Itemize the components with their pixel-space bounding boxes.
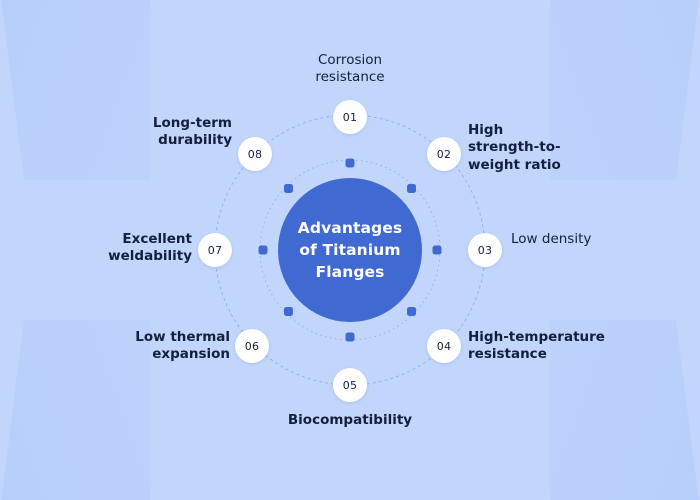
node-number: 07: [207, 243, 223, 257]
node-circle-01[interactable]: 01: [333, 100, 367, 134]
background-shape-top-left: [0, 0, 150, 180]
node-number: 02: [436, 147, 452, 161]
node-label-02: High strength-to- weight ratio: [468, 122, 561, 173]
background-shape-top-right: [550, 0, 700, 180]
center-circle: Advantages of Titanium Flanges: [278, 178, 422, 322]
node-number: 06: [244, 339, 260, 353]
node-label-07: Excellent weldability: [108, 231, 192, 265]
node-label-04: High-temperature resistance: [468, 329, 605, 363]
node-circle-03[interactable]: 03: [468, 233, 502, 267]
ring-dot: [432, 245, 442, 255]
ring-dot: [283, 307, 293, 317]
node-label-05: Biocompatibility: [287, 412, 413, 428]
center-title: Advantages of Titanium Flanges: [297, 219, 403, 281]
background-shape-bottom-right: [550, 320, 700, 500]
inner-dot-group: [258, 158, 442, 342]
node-number: 03: [477, 243, 493, 257]
node-circle-05[interactable]: 05: [333, 368, 367, 402]
node-label-03: Low density: [511, 231, 592, 247]
node-circle-02[interactable]: 02: [427, 137, 461, 171]
node-number: 04: [436, 339, 452, 353]
node-label-01: Corrosion resistance: [315, 52, 385, 86]
ring-dot: [407, 307, 417, 317]
node-circle-07[interactable]: 07: [198, 233, 232, 267]
node-label-08: Long-term durability: [152, 115, 232, 149]
background-shape-bottom-left: [0, 320, 150, 500]
node-circle-06[interactable]: 06: [235, 329, 269, 363]
ring-dot: [345, 332, 355, 342]
ring-dot: [283, 183, 293, 193]
node-label-06: Low thermal expansion: [135, 329, 230, 363]
ring-dot: [407, 183, 417, 193]
node-number: 01: [342, 110, 358, 124]
node-circle-04[interactable]: 04: [427, 329, 461, 363]
ring-dot: [345, 158, 355, 168]
node-circle-08[interactable]: 08: [238, 137, 272, 171]
ring-dot: [258, 245, 268, 255]
node-number: 05: [342, 378, 358, 392]
node-number: 08: [247, 147, 263, 161]
